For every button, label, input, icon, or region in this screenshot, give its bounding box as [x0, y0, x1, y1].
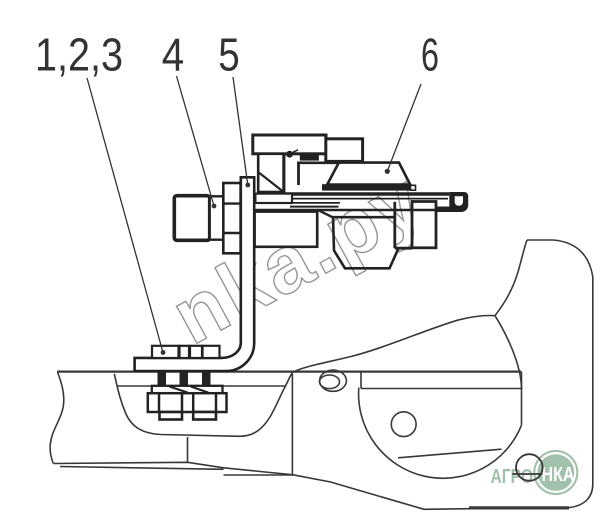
svg-text:5: 5: [218, 29, 240, 81]
svg-text:АГРО: АГРО: [491, 466, 534, 488]
svg-text:6: 6: [421, 29, 439, 81]
svg-text:1,2,3: 1,2,3: [35, 29, 123, 81]
svg-text:4: 4: [162, 29, 185, 81]
svg-text:НКА: НКА: [542, 464, 575, 486]
